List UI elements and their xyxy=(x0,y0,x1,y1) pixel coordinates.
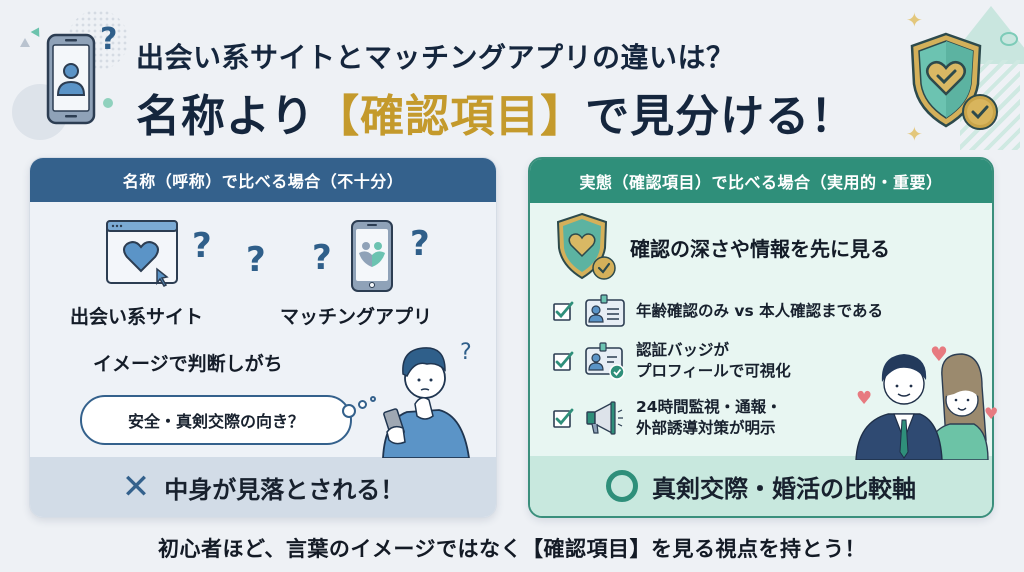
left-panel-name-comparison: 名称（呼称）で比べる場合（不十分） ✕ 中身が見落とされる！ xyxy=(29,157,497,518)
thought-bubble-text: 安全・真剣交際の向き？ xyxy=(127,412,304,431)
right-panel-lead: 確認の深さや情報を先に見る xyxy=(630,237,890,261)
bubble-dot xyxy=(358,400,367,409)
cross-icon: ✕ xyxy=(121,467,151,507)
title-suffix: で見分ける！ xyxy=(585,91,856,142)
right-footer-text: 真剣交際・婚活の比較軸 xyxy=(652,474,916,503)
sparkle-icon: ✦ xyxy=(906,8,923,32)
check-item-monitoring: 24時間監視・通報・ 外部誘導対策が明示 xyxy=(552,397,782,439)
matching-app-label: マッチングアプリ xyxy=(280,306,433,328)
id-card-badge-icon xyxy=(585,342,625,380)
bubble-dot xyxy=(370,396,376,402)
shield-heart-check-icon xyxy=(910,32,998,130)
check-item-line1: 年齢確認のみ vs 本人確認まである xyxy=(636,301,883,320)
megaphone-icon xyxy=(586,401,623,435)
dating-site-label: 出会い系サイト xyxy=(70,306,204,328)
shield-heart-check-icon xyxy=(556,212,616,280)
check-item-line2: プロフィールで可視化 xyxy=(636,362,791,380)
title-prefix: 名称より xyxy=(136,91,316,142)
question-mark-icon: ? xyxy=(192,226,212,266)
check-item-verified-badge: 認証バッジが プロフィールで可視化 xyxy=(552,340,791,382)
page-title-line2: 名称より【確認項目】で見分ける！ xyxy=(136,80,916,144)
checkbox-checked-icon xyxy=(553,351,574,371)
decor-teal-ring xyxy=(1000,32,1018,46)
bubble-dot xyxy=(342,404,356,418)
circle-ok-icon xyxy=(606,470,638,502)
decor-teal-triangle-icon xyxy=(30,25,44,37)
question-mark-icon: ? xyxy=(460,340,472,365)
browser-heart-icon xyxy=(106,220,178,287)
heart-icon: ♥ xyxy=(984,404,999,423)
sparkle-icon: ✦ xyxy=(906,122,923,146)
thought-bubble: 安全・真剣交際の向き？ xyxy=(80,395,352,445)
id-card-icon xyxy=(585,294,625,327)
left-panel-footer: ✕ 中身が見落とされる！ xyxy=(30,457,496,517)
question-mark-icon: ? xyxy=(410,224,430,264)
right-panel-heading: 実態（確認項目）で比べる場合（実用的・重要） xyxy=(530,159,992,203)
question-mark-icon: ? xyxy=(246,240,266,280)
question-mark-icon: ? xyxy=(312,238,332,278)
right-panel-footer: 真剣交際・婚活の比較軸 xyxy=(530,456,992,516)
left-panel-heading: 名称（呼称）で比べる場合（不十分） xyxy=(30,158,496,202)
check-item-line1: 24時間監視・通報・ xyxy=(636,398,782,416)
page-title-line1: 出会い系サイトとマッチングアプリの違いは？ xyxy=(136,41,735,74)
question-mark-icon: ? xyxy=(100,22,118,57)
decor-teal-dot xyxy=(103,98,113,108)
happy-couple-illustration xyxy=(855,353,989,460)
title-highlight: 【確認項目】 xyxy=(315,91,586,142)
checkbox-checked-icon xyxy=(553,408,574,428)
check-item-age-verification: 年齢確認のみ vs 本人確認まである xyxy=(552,294,883,328)
judgement-text: イメージで判断しがち xyxy=(93,353,283,375)
heart-icon: ♥ xyxy=(856,388,873,409)
heart-icon: ♥ xyxy=(930,342,948,366)
bottom-message: 初心者ほど、言葉のイメージではなく【確認項目】を見る視点を持とう！ xyxy=(157,537,867,561)
check-item-line2: 外部誘導対策が明示 xyxy=(636,419,776,437)
check-item-line1: 認証バッジが xyxy=(636,341,730,359)
decor-triangle-icon xyxy=(20,38,30,47)
checkbox-checked-icon xyxy=(553,301,574,321)
confused-man-illustration xyxy=(382,347,470,458)
smartphone-couple-app-icon xyxy=(351,220,393,292)
left-footer-text: 中身が見落とされる！ xyxy=(164,475,405,504)
smartphone-profile-icon xyxy=(46,33,96,125)
